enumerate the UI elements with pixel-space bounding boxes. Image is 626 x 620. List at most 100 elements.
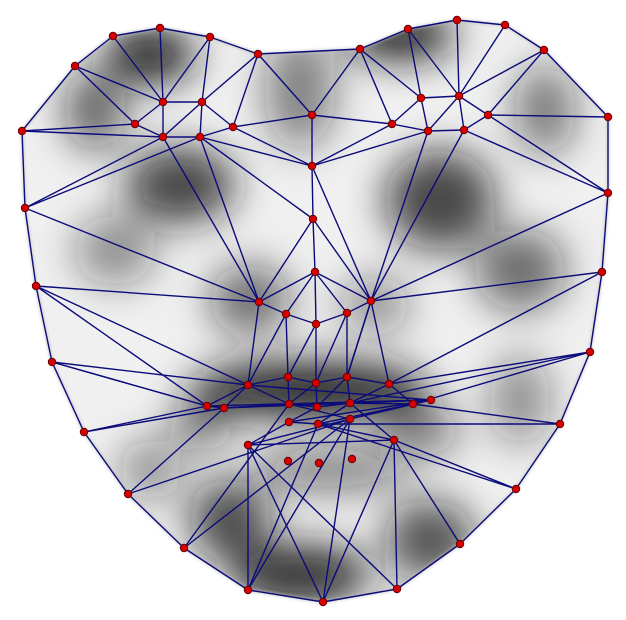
- landmark-point: [47, 357, 57, 367]
- mesh-edge: [459, 488, 517, 545]
- landmark-point: [310, 267, 320, 277]
- landmark-point: [426, 395, 436, 405]
- landmark-point: [403, 24, 413, 34]
- mesh-edge: [199, 136, 313, 167]
- landmark-point: [539, 45, 549, 55]
- landmark-point: [243, 585, 253, 595]
- landmark-point: [283, 372, 293, 382]
- mesh-edge: [199, 126, 234, 138]
- landmark-point: [603, 188, 613, 198]
- mesh-edge: [317, 423, 517, 490]
- landmark-point: [312, 402, 322, 412]
- mesh-edge: [127, 418, 351, 495]
- mesh-edge: [285, 313, 289, 378]
- mesh-edge: [35, 285, 260, 303]
- mesh-edge: [74, 65, 164, 103]
- mesh-edge: [322, 418, 351, 603]
- mesh-edge: [287, 376, 290, 405]
- mesh-edge: [247, 444, 324, 603]
- landmark-point: [387, 119, 397, 129]
- landmark-point: [454, 91, 464, 101]
- mesh-edge: [487, 114, 609, 194]
- mesh-edge: [288, 382, 317, 405]
- shade-blob: [190, 480, 270, 560]
- landmark-point: [31, 281, 41, 291]
- mesh-edge: [162, 136, 260, 303]
- mesh-edge: [543, 49, 609, 118]
- landmark-point: [243, 380, 253, 390]
- landmark-point: [384, 379, 394, 389]
- landmark-point: [253, 49, 263, 59]
- mesh-edge: [349, 383, 390, 404]
- mesh-edge: [393, 439, 398, 590]
- mesh-edge: [232, 126, 313, 167]
- mesh-edge: [601, 192, 609, 273]
- mesh-edge: [515, 423, 561, 490]
- mesh-edge: [288, 421, 319, 425]
- mesh-edge: [311, 165, 372, 302]
- landmark-point: [347, 454, 357, 464]
- mesh-edge: [311, 114, 393, 125]
- mesh-edge: [487, 114, 609, 118]
- mesh-edge: [21, 65, 76, 132]
- landmark-point: [459, 125, 469, 135]
- landmark-point: [17, 126, 27, 136]
- landmark-point: [345, 398, 355, 408]
- landmark-point: [108, 31, 118, 41]
- mesh-edge: [359, 28, 409, 50]
- mesh-edge: [21, 130, 26, 209]
- mesh-edge: [206, 399, 432, 407]
- mesh-edge: [201, 36, 211, 103]
- mesh-edge: [359, 48, 393, 125]
- mesh-edge: [285, 313, 317, 325]
- shade-blob: [380, 405, 460, 455]
- landmark-point: [197, 97, 207, 107]
- landmark-point: [179, 543, 189, 553]
- shade-blob: [340, 277, 410, 333]
- mesh-edge: [232, 114, 313, 128]
- mesh-edge: [35, 285, 249, 386]
- shade-blob: [210, 265, 290, 335]
- mesh-edge: [134, 123, 164, 138]
- mesh-edge: [201, 53, 259, 103]
- mesh-edge: [407, 28, 422, 99]
- landmark-points: [17, 15, 613, 607]
- mesh-edge: [21, 123, 136, 132]
- shade-blob: [490, 355, 550, 445]
- mesh-edge: [420, 97, 429, 132]
- landmark-point: [603, 112, 613, 122]
- landmark-point: [355, 44, 365, 54]
- landmark-point: [219, 403, 229, 413]
- landmark-point: [205, 32, 215, 42]
- mesh-edge: [247, 589, 324, 603]
- mesh-edge: [370, 192, 609, 302]
- mesh-edge: [393, 439, 461, 545]
- mesh-edge: [322, 439, 395, 603]
- landmark-point: [389, 435, 399, 445]
- mesh-edge: [159, 27, 211, 38]
- landmark-point: [313, 419, 323, 429]
- landmark-point: [500, 20, 510, 30]
- mesh-edge: [346, 376, 390, 385]
- mesh-edge: [589, 271, 603, 353]
- shade-blob: [385, 150, 495, 250]
- mesh-edge: [24, 207, 37, 287]
- landmark-point: [511, 484, 521, 494]
- shade-blob: [230, 545, 370, 602]
- landmark-point: [597, 267, 607, 277]
- landmark-point: [392, 584, 402, 594]
- mesh-edge: [247, 376, 289, 386]
- mesh-edge: [247, 423, 319, 591]
- mesh-edge: [315, 376, 348, 384]
- mesh-edge: [24, 136, 201, 209]
- mesh-edge: [183, 403, 290, 549]
- mesh-edge: [407, 19, 458, 30]
- mesh-edge: [288, 403, 351, 420]
- mesh-edge: [35, 285, 208, 407]
- mesh-edge: [311, 165, 314, 220]
- landmark-point: [228, 122, 238, 132]
- mesh-edge: [112, 35, 164, 103]
- mesh-edge: [311, 48, 361, 116]
- landmark-point: [416, 93, 426, 103]
